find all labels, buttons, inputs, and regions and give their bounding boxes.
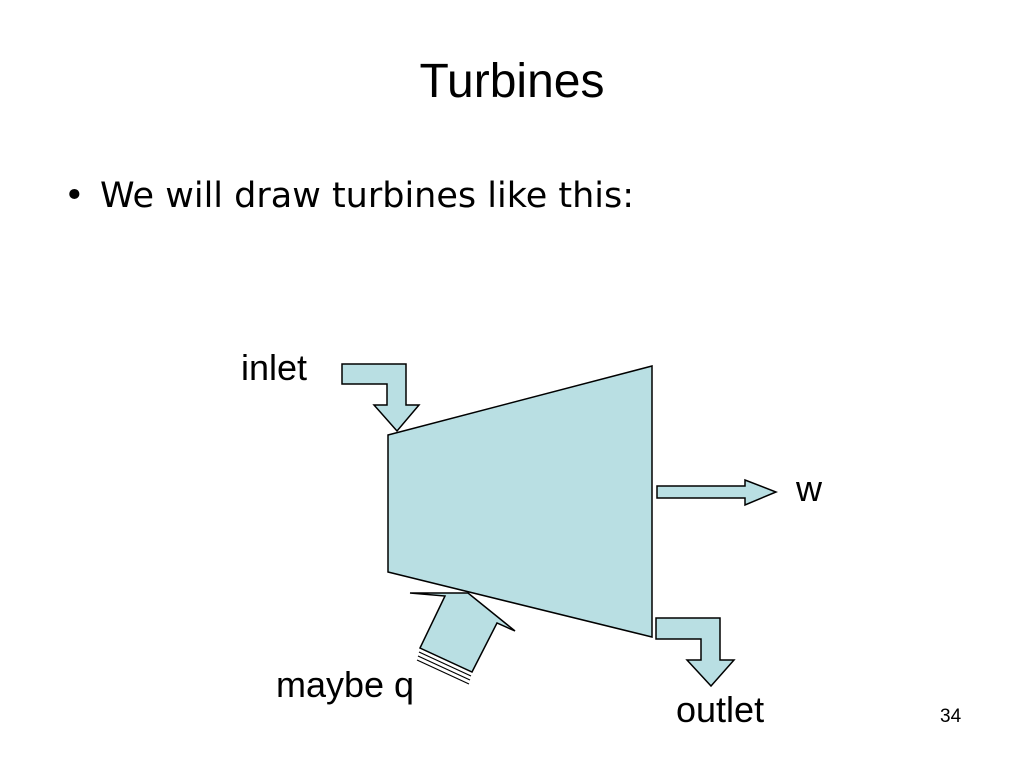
heat-label: maybe q <box>276 664 415 705</box>
inlet-label: inlet <box>241 347 308 388</box>
slide-title: Turbines <box>419 55 605 108</box>
outlet-label: outlet <box>676 689 765 730</box>
turbine-body <box>387 365 653 638</box>
page-number: 34 <box>940 706 962 727</box>
work-label: w <box>796 468 822 509</box>
bullet-item: • We will draw turbines like this: <box>64 174 634 218</box>
bullet-text: We will draw turbines like this: <box>100 176 635 216</box>
outlet-arrow <box>655 617 736 688</box>
inlet-arrow <box>341 363 421 433</box>
heat-arrow <box>409 592 516 685</box>
work-arrow <box>656 478 779 507</box>
bullet-dot: • <box>64 176 85 216</box>
